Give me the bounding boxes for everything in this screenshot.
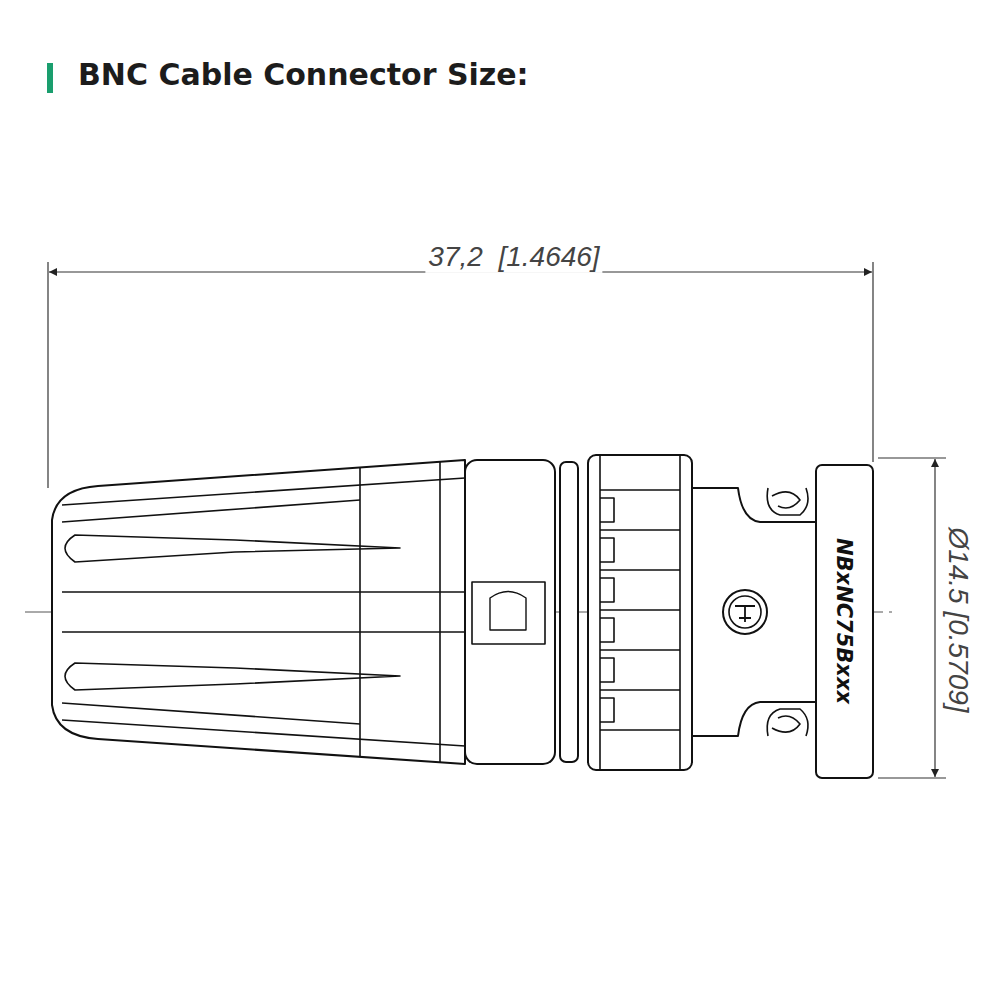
length-dimension [48, 262, 873, 488]
model-marking: NBxNC75Bxxx [832, 535, 856, 707]
dimension-length: 37,2 [1.4646] [425, 241, 602, 273]
dimension-diameter: Ø14.5 [0.5709] [942, 524, 974, 715]
title-bar [47, 63, 53, 93]
connector-outline [52, 455, 873, 778]
diameter-dimension [878, 458, 946, 778]
page-title: BNC Cable Connector Size: [78, 58, 529, 93]
